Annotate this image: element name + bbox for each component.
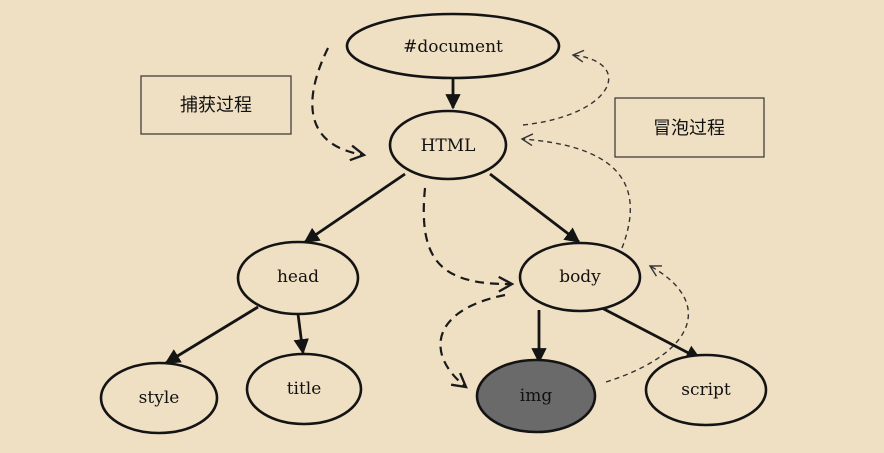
bubble-arrow-img-body bbox=[605, 265, 690, 383]
capture-label-box: 捕获过程 bbox=[140, 75, 292, 135]
node-title: title bbox=[245, 352, 363, 426]
node-style-label: style bbox=[139, 388, 180, 408]
node-img-label: img bbox=[520, 386, 553, 406]
node-html-label: HTML bbox=[421, 136, 476, 156]
node-head-label: head bbox=[277, 267, 319, 287]
edge-html-body bbox=[489, 172, 581, 244]
node-script: script bbox=[644, 353, 768, 427]
node-html: HTML bbox=[388, 109, 508, 181]
edge-body-script bbox=[599, 305, 702, 361]
capture-arrow-document-html bbox=[311, 47, 367, 162]
bubble-flow bbox=[520, 49, 690, 383]
node-document-label: #document bbox=[403, 37, 503, 57]
node-document: #document bbox=[345, 12, 561, 80]
node-head: head bbox=[236, 240, 360, 316]
bubble-arrow-html-document bbox=[522, 49, 610, 126]
node-script-label: script bbox=[681, 380, 731, 400]
node-title-label: title bbox=[287, 379, 322, 399]
bubble-arrow-body-html bbox=[520, 133, 632, 249]
edge-html-head bbox=[303, 172, 406, 244]
node-style: style bbox=[99, 361, 219, 435]
capture-arrow-body-img bbox=[439, 293, 506, 389]
edge-head-style bbox=[164, 305, 259, 365]
bubble-label: 冒泡过程 bbox=[653, 118, 725, 139]
bubble-label-box: 冒泡过程 bbox=[614, 97, 765, 158]
tree-edges bbox=[164, 78, 702, 365]
node-body-label: body bbox=[559, 267, 601, 287]
capture-label: 捕获过程 bbox=[180, 95, 252, 116]
capture-arrow-html-body bbox=[422, 187, 515, 293]
node-img: img bbox=[475, 358, 597, 434]
edge-head-title bbox=[293, 313, 309, 355]
capture-flow bbox=[311, 47, 515, 389]
node-body: body bbox=[518, 241, 642, 313]
